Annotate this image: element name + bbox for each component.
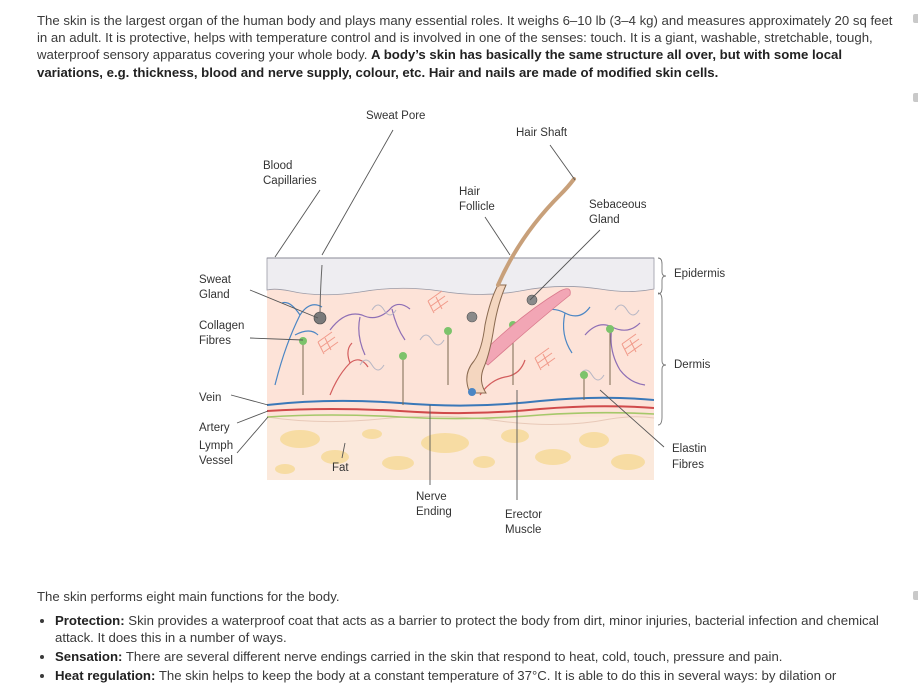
label-lymph-vessel-2: Vessel xyxy=(199,455,233,467)
label-nerve-ending-2: Ending xyxy=(416,506,452,518)
intro-bold-text: A body’s skin has basically the same str… xyxy=(37,47,843,80)
scroll-edge-marker xyxy=(913,14,918,23)
scroll-edge-marker xyxy=(913,93,918,102)
epidermis-brace xyxy=(657,257,667,295)
label-hair-follicle-2: Follicle xyxy=(459,201,495,213)
label-hair-follicle-1: Hair xyxy=(459,186,480,198)
label-nerve-ending-1: Nerve xyxy=(416,491,447,503)
item-text: The skin helps to keep the body at a con… xyxy=(158,668,837,683)
list-item: Heat regulation: The skin helps to keep … xyxy=(55,667,915,684)
label-sebaceous-gland-1: Sebaceous xyxy=(589,199,647,211)
label-elastin-fibres-1: Elastin xyxy=(672,443,707,455)
intro-paragraph: The skin is the largest organ of the hum… xyxy=(37,12,897,81)
epidermis-layer xyxy=(266,257,655,296)
label-blood-capillaries-1: Blood xyxy=(263,160,292,172)
item-text: Skin provides a waterproof coat that act… xyxy=(55,613,879,645)
list-item: Sensation: There are several different n… xyxy=(55,648,915,665)
erector-muscle xyxy=(477,288,571,366)
item-title: Heat regulation: xyxy=(55,668,156,683)
label-dermis: Dermis xyxy=(674,359,711,371)
vein-line xyxy=(267,396,654,407)
hair-follicle xyxy=(466,284,507,394)
hair-shaft xyxy=(496,177,576,287)
label-sweat-gland-1: Sweat xyxy=(199,274,232,286)
label-vein: Vein xyxy=(199,392,221,404)
skin-diagram: Sweat Pore Hair Shaft Blood Capillaries … xyxy=(199,110,725,536)
item-title: Protection: xyxy=(55,613,125,628)
functions-intro: The skin performs eight main functions f… xyxy=(37,589,340,604)
fat-cells xyxy=(275,429,645,474)
label-hair-shaft: Hair Shaft xyxy=(516,127,568,139)
item-title: Sensation: xyxy=(55,649,123,664)
label-lymph-vessel-1: Lymph xyxy=(199,440,233,452)
list-item: Protection: Skin provides a waterproof c… xyxy=(55,612,915,646)
label-epidermis: Epidermis xyxy=(674,268,725,280)
label-collagen-fibres-1: Collagen xyxy=(199,320,244,332)
label-sebaceous-gland-2: Gland xyxy=(589,214,620,226)
dermis-brace xyxy=(657,292,667,426)
item-text: There are several different nerve ending… xyxy=(125,649,783,664)
label-fat: Fat xyxy=(332,462,349,474)
artery-line xyxy=(267,405,654,415)
collagen-fibres xyxy=(317,290,643,371)
functions-list: Protection: Skin provides a waterproof c… xyxy=(37,612,915,686)
elastin-fibres xyxy=(359,304,640,381)
intro-text: The skin is the largest organ of the hum… xyxy=(37,13,893,63)
label-sweat-gland-2: Gland xyxy=(199,289,230,301)
label-collagen-fibres-2: Fibres xyxy=(199,335,231,347)
label-artery: Artery xyxy=(199,422,230,434)
hair-bulb xyxy=(468,388,476,396)
lymph-line xyxy=(267,411,654,420)
label-sweat-pore: Sweat Pore xyxy=(366,110,425,122)
label-erector-muscle-2: Muscle xyxy=(505,524,541,536)
label-elastin-fibres-2: Fibres xyxy=(672,459,704,471)
leader-lines xyxy=(230,129,665,500)
label-erector-muscle-1: Erector xyxy=(505,509,542,521)
sweat-gland xyxy=(313,264,327,325)
sebaceous-gland xyxy=(466,294,538,323)
scroll-edge-marker xyxy=(913,591,918,600)
label-blood-capillaries-2: Capillaries xyxy=(263,175,317,187)
